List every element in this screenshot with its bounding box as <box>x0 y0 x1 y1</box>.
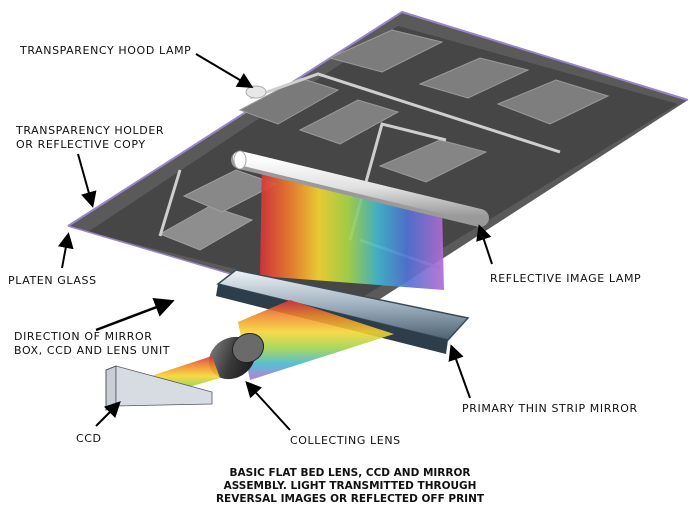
reflective-image-lamp <box>231 150 489 227</box>
leader-arrows <box>57 53 493 431</box>
label-collecting-lens: COLLECTING LENS <box>290 434 401 447</box>
label-direction-line1: DIRECTION OF MIRROR <box>14 330 153 343</box>
label-ccd: CCD <box>76 432 102 445</box>
transparency-hood-lamp <box>245 85 267 99</box>
caption-line1: BASIC FLAT BED LENS, CCD AND MIRROR <box>229 467 471 479</box>
diagram-caption: BASIC FLAT BED LENS, CCD AND MIRROR ASSE… <box>150 467 550 506</box>
label-primary-thin-strip-mirror: PRIMARY THIN STRIP MIRROR <box>462 402 638 415</box>
light-beam-vertical <box>260 160 444 290</box>
label-transparency-holder-line1: TRANSPARENCY HOLDER <box>16 124 165 137</box>
light-beam-to-lens <box>238 300 394 380</box>
ccd-sensor <box>105 365 213 411</box>
collecting-lens <box>208 332 265 380</box>
label-platen-glass: PLATEN GLASS <box>8 274 97 287</box>
caption-line3: REVERSAL IMAGES OR REFLECTED OFF PRINT <box>215 493 485 505</box>
label-transparency-hood-lamp: TRANSPARENCY HOOD LAMP <box>20 44 192 57</box>
caption-line2: ASSEMBLY. LIGHT TRANSMITTED THROUGH <box>223 480 477 492</box>
label-transparency-holder-line2: OR REFLECTIVE COPY <box>16 138 146 151</box>
label-reflective-image-lamp: REFLECTIVE IMAGE LAMP <box>490 272 642 285</box>
label-direction-line2: BOX, CCD AND LENS UNIT <box>14 344 171 357</box>
